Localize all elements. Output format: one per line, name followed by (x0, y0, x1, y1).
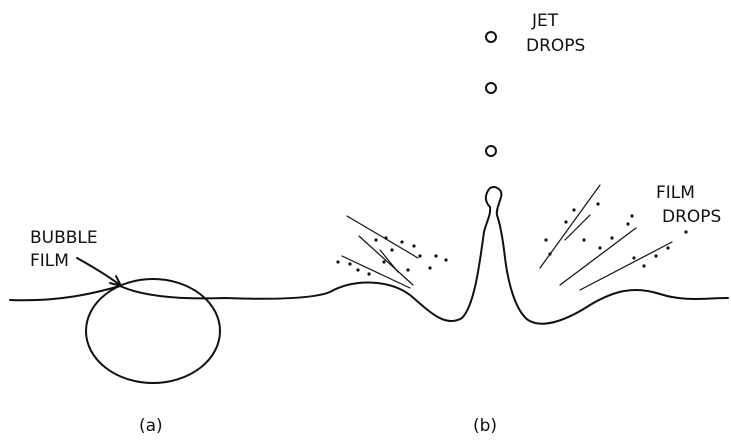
bubble-film-label-line1: BUBBLE (30, 228, 98, 248)
film-drop-streak (564, 214, 591, 241)
panel-b-label: (b) (473, 416, 497, 436)
film-drops-label-line1: FILM (656, 183, 695, 203)
film-drop-dots-right (544, 202, 688, 268)
jet-drop (485, 145, 497, 157)
bubble-film-arrow (76, 257, 122, 287)
bubble-film-label-line2: FILM (30, 251, 69, 271)
film-drop-streak (379, 249, 399, 273)
film-drop-streak (539, 184, 601, 269)
film-drops-label-line2: DROPS (662, 207, 721, 227)
jet-drop (485, 31, 497, 43)
film-drop-streak (358, 235, 414, 286)
jet-drops-label-line1: JET (531, 11, 559, 31)
film-drop-streak (346, 215, 419, 259)
jet-drops-label-line2: DROPS (526, 36, 585, 56)
film-drop-streak (579, 241, 673, 291)
panel-a-label: (a) (139, 416, 163, 436)
film-drop-streak (341, 255, 411, 289)
bubble-ellipse (85, 278, 221, 384)
jet-drop (485, 82, 497, 94)
film-drop-streak (559, 227, 637, 286)
water-surface-line (9, 186, 729, 325)
film-drop-dots-left (336, 236, 448, 276)
